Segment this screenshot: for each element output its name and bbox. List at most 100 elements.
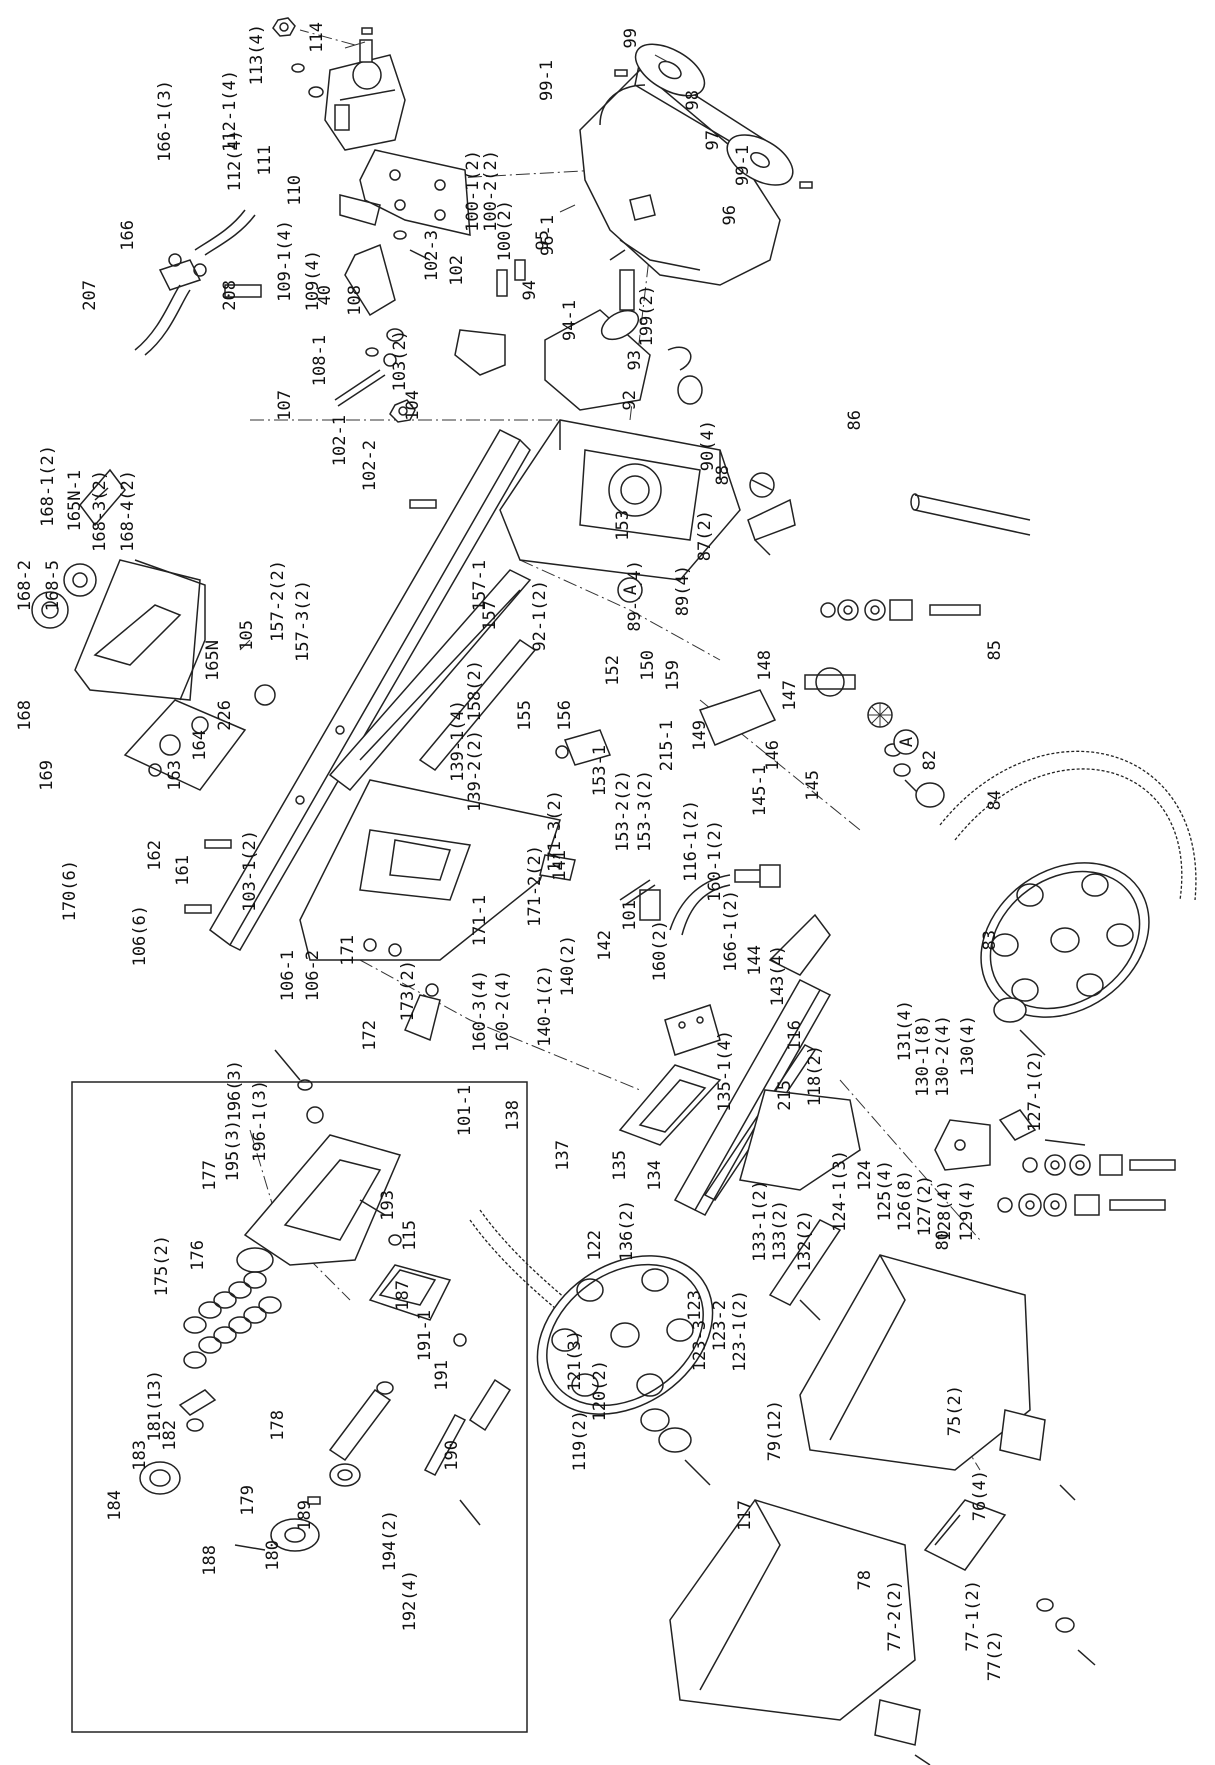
callout-label: 160-1(2) [705,820,725,902]
knob-184 [139,1461,181,1495]
callout-label: 87(2) [695,510,715,561]
callout-label: 111 [255,145,275,176]
guard-123 [768,1219,842,1321]
hub-83 [993,997,1046,1056]
callout-label: 113(4) [247,24,267,85]
callout-label: 97 [703,130,723,150]
callout-label: 123 [685,1290,705,1321]
pin-179 [307,1496,321,1505]
callout-label: 82 [920,750,940,770]
callout-label: 109-1(4) [275,220,295,302]
plate-194 [423,1414,467,1476]
callout-label: 123-1(2) [730,1290,750,1372]
callout-label: 189 [295,1500,315,1531]
shaft-block-94 [544,249,651,411]
callout-label: 145 [803,770,823,801]
panel-78 [923,1499,1007,1571]
callout-label: 134 [645,1160,665,1191]
ref-marker: A [893,729,919,755]
callout-label: 153-2(2) [613,770,633,852]
callout-label: 102 [447,255,467,286]
callout-label: 107 [275,390,295,421]
bolt-192 [459,1499,481,1526]
callout-label: 77-1(2) [963,1580,983,1652]
callout-label: 121(3) [565,1330,585,1391]
callout-label: 176 [188,1240,208,1271]
callout-label: 179 [238,1485,258,1516]
callout-label: 76(4) [970,1470,990,1521]
callout-label: 173(2) [398,960,418,1021]
callout-label: 140-1(2) [535,965,555,1047]
washer-stack-181 [183,1271,282,1369]
callout-label: 77(2) [985,1630,1005,1681]
centerline-motor-shaft [299,29,356,46]
part-callouts: 113(4)112-1(4)112(4)114111110109-1(4)109… [15,22,1045,1681]
callout-label: 130(4) [958,1015,978,1076]
clip-96-1 [629,194,656,221]
callout-label: 88 [713,465,733,485]
callout-label: 182 [160,1420,180,1451]
callout-label: 122 [585,1230,605,1261]
callout-label: 102-2 [360,440,380,491]
callout-label: 124-1(3) [830,1150,850,1232]
guide-block-124 [934,1119,991,1171]
callout-label: 171-3(2) [545,790,565,872]
callout-label: 175(2) [152,1235,172,1296]
bracket-104 [454,329,506,376]
callout-label: 187 [393,1280,413,1311]
cover-plate-169 [123,699,247,791]
callout-label: 142 [595,930,615,961]
clamp-199 [667,346,692,371]
callout-label: 127-1(2) [1025,1050,1045,1132]
lever-182-183 [178,1389,217,1432]
wheel-122 [536,1255,714,1415]
callout-label: 156 [555,700,575,731]
callout-label: 170(6) [60,860,80,921]
callout-label: 100-2(2) [481,150,501,232]
callout-label: 85 [985,640,1005,660]
lead-screw-178 [328,1381,394,1462]
callout-label: 172 [360,1020,380,1051]
callout-label: 79(12) [765,1400,785,1461]
callout-label: 123-3 [690,1320,710,1371]
callout-label: 158(2) [465,660,485,721]
callout-label: 128(4) [935,1180,955,1241]
callout-label: 133-1(2) [750,1180,770,1262]
callout-label: 112-1(4) [220,70,240,152]
callout-label: 161 [173,855,193,886]
housing-92 [499,419,741,581]
chip-guard-144 [768,913,831,976]
callout-label: 123-2 [710,1300,730,1351]
knob-156 [555,729,612,766]
callout-label: 155 [515,700,535,731]
callout-label: 168-5 [43,560,63,611]
clip-131 [998,1109,1086,1146]
callout-label: 102-3 [422,230,442,281]
parts-108 [365,328,404,357]
callout-label: 162 [145,840,165,871]
callout-label: 135-1(4) [715,1030,735,1112]
callout-label: 125(4) [875,1160,895,1221]
set-screw-99-1 [614,69,628,77]
callout-label: 101 [620,900,640,931]
block-187 [368,1264,452,1321]
foot-117 [874,1699,931,1765]
clip-191 [453,1333,467,1347]
callout-label: 166-1(3) [155,80,175,162]
screw-87 [754,539,771,556]
callout-label: 116 [785,1020,805,1051]
ref-marker-circle [893,729,919,755]
callout-label: 140(2) [558,935,578,996]
callout-label: 208 [220,280,240,311]
exploded-view-drawing [31,17,1197,1765]
callout-label: 166 [118,220,138,251]
callout-label: 184 [105,1490,125,1521]
callout-label: 183 [130,1440,150,1471]
screw-188 [234,1544,266,1551]
hose-fitting-166 [134,209,262,356]
handwheel-180 [270,1518,320,1552]
callout-label: 96-1 [538,215,558,256]
ref-marker-label: A [897,737,917,747]
hose-86 [910,493,1031,536]
